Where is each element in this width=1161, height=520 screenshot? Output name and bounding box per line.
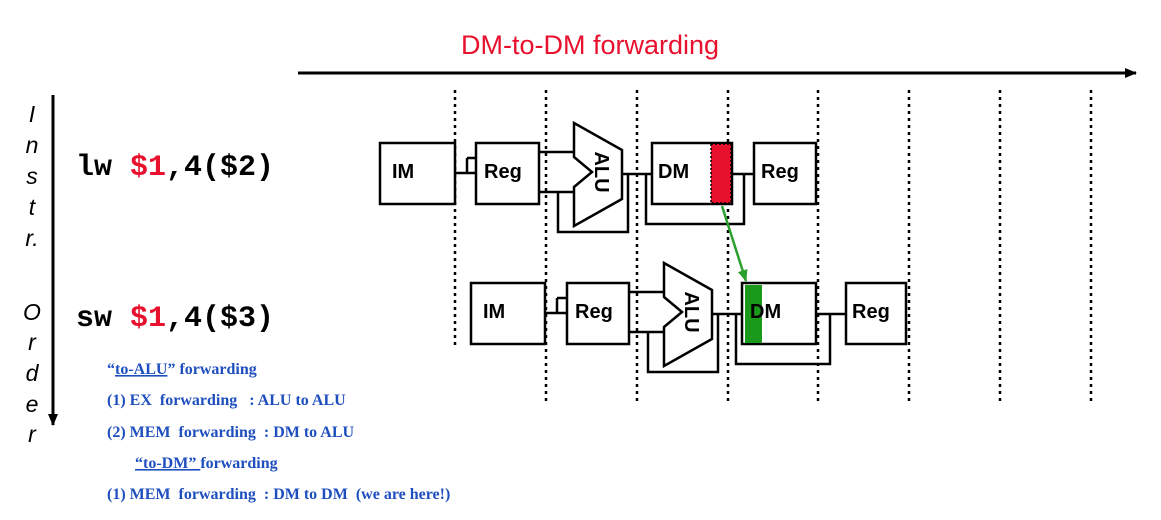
im-label: IM xyxy=(483,301,505,323)
note-ex-forwarding: (1) EX forwarding : ALU to ALU xyxy=(107,392,346,409)
axis-letter: d xyxy=(26,360,40,386)
axis-letter: t xyxy=(29,194,37,220)
instr-order-label: I n s t r. O r d e r xyxy=(23,101,41,447)
alu-block xyxy=(572,120,624,229)
instr-rest: ,4($2) xyxy=(166,151,274,185)
instruction-sw: sw $1,4($3) xyxy=(76,302,274,336)
forwarding-notes: “to-ALU” forwarding (1) EX forwarding : … xyxy=(107,361,450,503)
reg-block xyxy=(752,141,818,206)
wire xyxy=(556,174,630,234)
note-text: ” xyxy=(167,361,175,378)
axis-letter: r xyxy=(28,421,37,447)
reg-label: Reg xyxy=(852,301,890,323)
reg-label: Reg xyxy=(761,161,799,183)
dm-forward-dest-highlight xyxy=(745,285,762,343)
diagram-title: DM-to-DM forwarding xyxy=(461,30,719,60)
reg-block xyxy=(565,281,631,346)
axis-letter: e xyxy=(26,391,39,417)
reg-label: Reg xyxy=(575,301,613,323)
instr-rest: ,4($3) xyxy=(166,302,274,336)
pipeline-row-lw xyxy=(378,120,818,234)
note-text: forwarding xyxy=(175,361,256,378)
axis-letter: r xyxy=(28,329,37,355)
alu-block xyxy=(662,260,714,369)
instr-reg: $1 xyxy=(130,302,166,336)
reg-block xyxy=(844,281,908,346)
note-underlined: to-ALU xyxy=(115,361,168,378)
axis-letter: I xyxy=(29,101,36,127)
note-mem-dm-forwarding: (1) MEM forwarding : DM to DM (we are he… xyxy=(107,486,450,503)
cycle-lines xyxy=(453,90,1093,405)
note-to-alu-heading: “to-ALU” forwarding xyxy=(107,361,257,378)
reg-label: Reg xyxy=(484,161,522,183)
wire xyxy=(646,314,720,374)
alu-label: ALU xyxy=(590,151,612,192)
axis-letter: s xyxy=(26,163,38,189)
forwarding-arrow xyxy=(720,205,748,282)
im-label: IM xyxy=(392,161,414,183)
wire xyxy=(734,314,832,366)
axis-letter: n xyxy=(26,132,39,158)
instr-reg: $1 xyxy=(130,151,166,185)
reg-block xyxy=(474,141,541,206)
instr-op: sw xyxy=(76,302,112,336)
note-underlined: “to-DM” xyxy=(135,455,200,472)
wire xyxy=(644,174,746,226)
im-block xyxy=(469,281,547,346)
axis-letter: O xyxy=(23,299,41,325)
note-text: “ xyxy=(107,361,115,378)
axis-letter: r. xyxy=(25,225,38,251)
alu-label: ALU xyxy=(680,291,702,332)
instruction-lw: lw $1,4($2) xyxy=(76,151,274,185)
dm-forward-source-highlight xyxy=(710,143,732,204)
dm-label: DM xyxy=(658,161,689,183)
instr-op: lw xyxy=(76,151,112,185)
note-mem-alu-forwarding: (2) MEM forwarding : DM to ALU xyxy=(107,424,355,441)
note-text: forwarding xyxy=(200,455,277,472)
dm-label: DM xyxy=(750,301,781,323)
note-to-dm-heading: “to-DM” forwarding xyxy=(107,455,298,472)
